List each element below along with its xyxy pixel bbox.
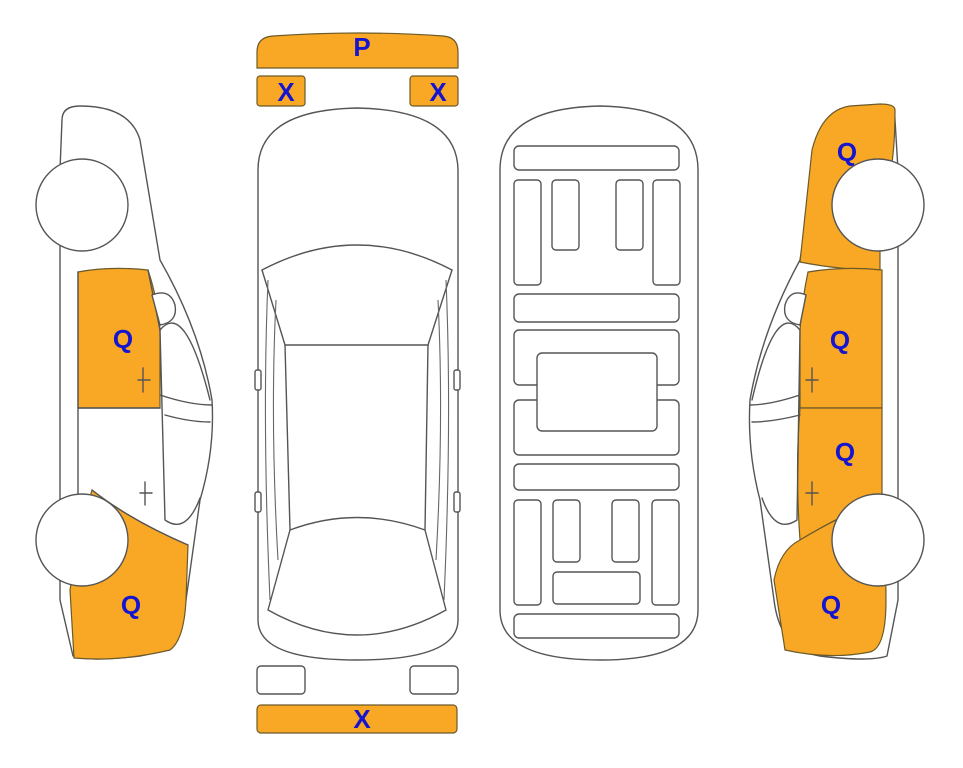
left-front-door-label: Q [113,324,133,354]
right-rear-wheel [831,493,925,587]
rear-bumper-panel[interactable] [256,704,458,734]
rear-left-light[interactable] [256,665,306,695]
top-view: P X X X [254,32,461,734]
left-front-wheel [35,158,129,252]
front-left-light-label: X [277,77,295,107]
rear-bumper-label: X [353,704,371,734]
right-front-wheel [831,158,925,252]
front-left-light-panel[interactable] [256,75,306,107]
right-rear-door-label: Q [835,437,855,467]
right-front-fender-label: Q [837,137,857,167]
rear-right-light[interactable] [409,665,459,695]
front-right-light-panel[interactable] [409,75,459,107]
front-bumper-label: P [353,32,370,62]
left-side-view: Q Q [35,105,214,660]
underside-view [499,105,699,661]
left-rear-wheel [35,493,129,587]
front-right-light-label: X [429,77,447,107]
right-rear-fender-label: Q [821,590,841,620]
underside-outline [499,105,699,661]
front-bumper-panel[interactable] [256,32,459,69]
right-side-view: Q Q Q Q [748,103,925,660]
top-body-outline [257,107,459,661]
left-rear-fender-label: Q [121,590,141,620]
right-front-door-label: Q [830,325,850,355]
